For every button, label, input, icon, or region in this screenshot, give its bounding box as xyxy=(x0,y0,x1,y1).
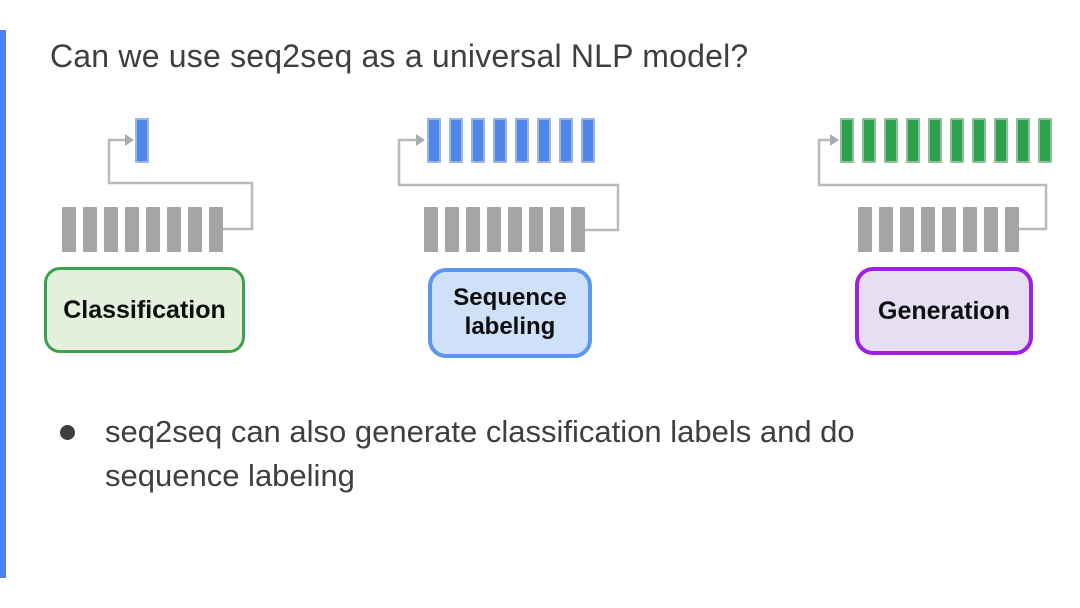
input-token-bar xyxy=(984,207,998,252)
input-token-bar xyxy=(529,207,543,252)
input-token-bar xyxy=(963,207,977,252)
task-label-box-sequence-labeling: Sequence labeling xyxy=(428,268,592,358)
input-token-bar xyxy=(1005,207,1019,252)
input-token-bar xyxy=(466,207,480,252)
diagram-generation: Generation xyxy=(810,105,1080,365)
output-token-bar xyxy=(135,118,149,163)
output-token-bar xyxy=(840,118,854,163)
input-sequence-row xyxy=(424,207,585,252)
input-token-bar xyxy=(921,207,935,252)
input-token-bar xyxy=(188,207,202,252)
output-token-bar xyxy=(906,118,920,163)
input-token-bar xyxy=(209,207,223,252)
diagram-sequence-labeling: Sequence labeling xyxy=(395,105,665,365)
input-token-bar xyxy=(146,207,160,252)
task-label: Generation xyxy=(878,296,1010,325)
input-sequence-row xyxy=(62,207,223,252)
arrowhead-icon xyxy=(125,134,134,146)
output-token-bar xyxy=(928,118,942,163)
input-token-bar xyxy=(104,207,118,252)
output-token-bar xyxy=(884,118,898,163)
task-label: Sequence labeling xyxy=(453,284,567,340)
output-token-bar xyxy=(950,118,964,163)
input-token-bar xyxy=(858,207,872,252)
left-accent-bar xyxy=(0,30,6,578)
arrowhead-icon xyxy=(830,134,839,146)
arrowhead-icon xyxy=(416,134,425,146)
output-token-bar xyxy=(994,118,1008,163)
input-token-bar xyxy=(445,207,459,252)
output-token-bar xyxy=(862,118,876,163)
input-token-bar xyxy=(62,207,76,252)
input-token-bar xyxy=(125,207,139,252)
input-token-bar xyxy=(487,207,501,252)
input-token-bar xyxy=(550,207,564,252)
output-token-bar xyxy=(1016,118,1030,163)
output-sequence-row xyxy=(427,118,595,163)
output-token-bar xyxy=(515,118,529,163)
output-token-bar xyxy=(559,118,573,163)
output-token-bar xyxy=(471,118,485,163)
output-token-bar xyxy=(537,118,551,163)
input-token-bar xyxy=(424,207,438,252)
input-token-bar xyxy=(508,207,522,252)
slide-title: Can we use seq2seq as a universal NLP mo… xyxy=(50,38,749,74)
input-token-bar xyxy=(900,207,914,252)
diagram-classification: Classification xyxy=(40,105,310,365)
output-token-bar xyxy=(972,118,986,163)
output-token-bar xyxy=(1038,118,1052,163)
output-token-bar xyxy=(581,118,595,163)
output-sequence-row xyxy=(135,118,149,163)
bullet-dot xyxy=(60,425,75,440)
output-token-bar xyxy=(449,118,463,163)
input-token-bar xyxy=(167,207,181,252)
task-label-box-generation: Generation xyxy=(855,267,1033,355)
bullet-line: sequence labeling xyxy=(105,458,355,493)
input-token-bar xyxy=(879,207,893,252)
output-token-bar xyxy=(427,118,441,163)
task-label: Classification xyxy=(63,295,226,324)
task-label-box-classification: Classification xyxy=(44,267,245,353)
input-token-bar xyxy=(571,207,585,252)
input-token-bar xyxy=(83,207,97,252)
bullet-text: seq2seq can also generate classification… xyxy=(105,410,855,498)
input-token-bar xyxy=(942,207,956,252)
bullet-item: seq2seq can also generate classification… xyxy=(60,410,855,498)
bullet-line: seq2seq can also generate classification… xyxy=(105,414,855,449)
input-sequence-row xyxy=(858,207,1019,252)
output-sequence-row xyxy=(840,118,1052,163)
output-token-bar xyxy=(493,118,507,163)
